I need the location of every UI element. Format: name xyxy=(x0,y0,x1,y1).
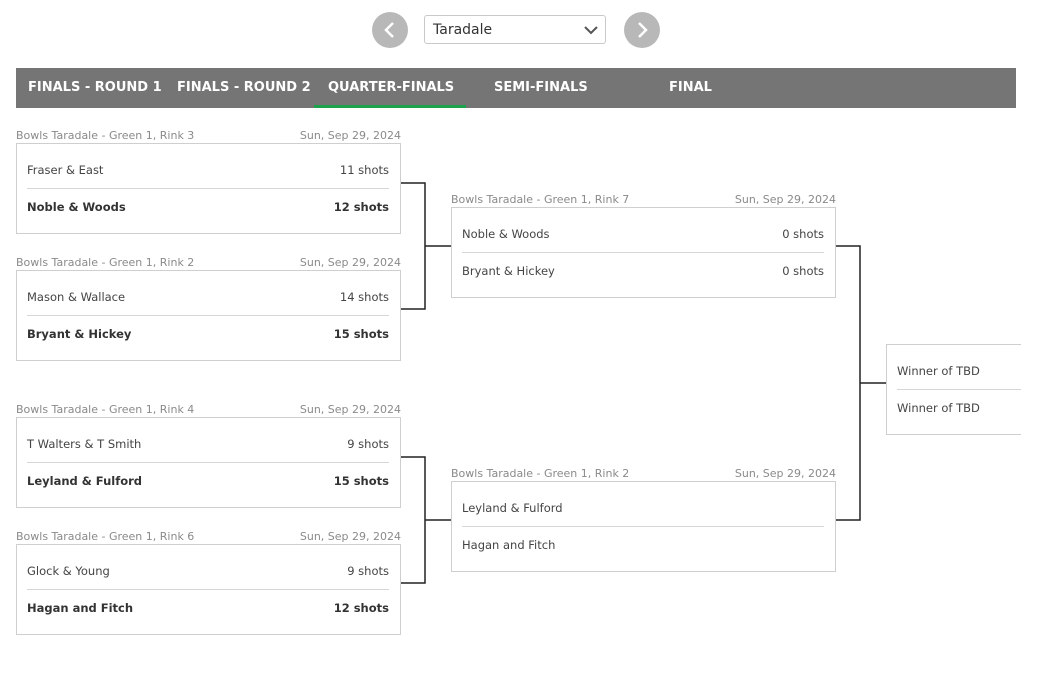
venue-select[interactable]: Taradale xyxy=(424,15,606,44)
match-header: Bowls Taradale - Green 1, Rink 2 Sun, Se… xyxy=(16,256,401,270)
team-row: Mason & Wallace 14 shots xyxy=(27,279,389,316)
team-row: Hagan and Fitch xyxy=(462,527,824,563)
next-button[interactable] xyxy=(624,12,660,48)
match-date: Sun, Sep 29, 2024 xyxy=(734,193,836,206)
match-card[interactable]: Glock & Young 9 shots Hagan and Fitch 12… xyxy=(16,544,401,635)
tab-semi-finals[interactable]: SEMI-FINALS xyxy=(494,68,588,108)
team-name: Glock & Young xyxy=(27,564,110,578)
team-row: Leyland & Fulford xyxy=(462,490,824,527)
team-score: 12 shots xyxy=(333,601,389,615)
chevron-right-icon xyxy=(638,22,648,38)
team-name: Bryant & Hickey xyxy=(27,327,132,341)
team-name: Hagan and Fitch xyxy=(27,601,134,615)
team-score: 15 shots xyxy=(333,474,389,488)
team-name: Mason & Wallace xyxy=(27,290,126,304)
connector-qf1-qf2 xyxy=(401,182,426,310)
team-score: 12 shots xyxy=(333,200,389,214)
match-date: Sun, Sep 29, 2024 xyxy=(299,403,401,416)
team-row: T Walters & T Smith 9 shots xyxy=(27,426,389,463)
team-name: T Walters & T Smith xyxy=(27,437,142,451)
team-name: Fraser & East xyxy=(27,163,104,177)
match-card[interactable]: Noble & Woods 0 shots Bryant & Hickey 0 … xyxy=(451,207,836,298)
chevron-left-icon xyxy=(384,22,394,38)
match-date: Sun, Sep 29, 2024 xyxy=(299,530,401,543)
tab-finals-round-1[interactable]: FINALS - ROUND 1 xyxy=(28,68,162,108)
team-name: Hagan and Fitch xyxy=(462,538,556,552)
previous-button[interactable] xyxy=(372,12,408,48)
team-row: Winner of TBD xyxy=(897,353,1021,390)
team-score: 9 shots xyxy=(347,564,389,578)
match-venue: Bowls Taradale - Green 1, Rink 3 xyxy=(16,129,195,142)
match-card-final[interactable]: Winner of TBD Winner of TBD xyxy=(886,344,1021,435)
team-name: Winner of TBD xyxy=(897,364,980,378)
tab-label: QUARTER-FINALS xyxy=(328,80,455,95)
tab-quarter-finals[interactable]: QUARTER-FINALS xyxy=(314,68,467,108)
team-score: 11 shots xyxy=(339,163,389,177)
match-header: Bowls Taradale - Green 1, Rink 7 Sun, Se… xyxy=(451,193,836,207)
team-name: Bryant & Hickey xyxy=(462,264,555,278)
tab-finals-round-2[interactable]: FINALS - ROUND 2 xyxy=(177,68,311,108)
match-header: Bowls Taradale - Green 1, Rink 4 Sun, Se… xyxy=(16,403,401,417)
team-name: Winner of TBD xyxy=(897,401,980,415)
team-row: Leyland & Fulford 15 shots xyxy=(27,463,389,499)
team-row: Bryant & Hickey 15 shots xyxy=(27,316,389,352)
tab-label: FINAL xyxy=(669,80,712,95)
team-row: Noble & Woods 12 shots xyxy=(27,189,389,225)
team-row: Hagan and Fitch 12 shots xyxy=(27,590,389,626)
match-venue: Bowls Taradale - Green 1, Rink 7 xyxy=(451,193,630,206)
team-name: Leyland & Fulford xyxy=(27,474,142,488)
tab-final[interactable]: FINAL xyxy=(669,68,712,108)
chevron-down-icon xyxy=(584,26,598,35)
team-score: 14 shots xyxy=(339,290,389,304)
team-row: Glock & Young 9 shots xyxy=(27,553,389,590)
tab-label: SEMI-FINALS xyxy=(494,80,588,95)
active-tab-underline xyxy=(314,105,467,108)
team-row: Fraser & East 11 shots xyxy=(27,152,389,189)
team-name: Leyland & Fulford xyxy=(462,501,563,515)
tab-label: FINALS - ROUND 2 xyxy=(177,80,311,95)
team-row: Bryant & Hickey 0 shots xyxy=(462,253,824,289)
match-venue: Bowls Taradale - Green 1, Rink 2 xyxy=(451,467,630,480)
team-name: Noble & Woods xyxy=(462,227,550,241)
match-date: Sun, Sep 29, 2024 xyxy=(299,256,401,269)
match-venue: Bowls Taradale - Green 1, Rink 2 xyxy=(16,256,195,269)
team-name: Noble & Woods xyxy=(27,200,126,214)
match-card[interactable]: Leyland & Fulford Hagan and Fitch xyxy=(451,481,836,572)
match-card[interactable]: T Walters & T Smith 9 shots Leyland & Fu… xyxy=(16,417,401,508)
team-row: Noble & Woods 0 shots xyxy=(462,216,824,253)
match-venue: Bowls Taradale - Green 1, Rink 4 xyxy=(16,403,195,416)
match-venue: Bowls Taradale - Green 1, Rink 6 xyxy=(16,530,195,543)
match-header: Bowls Taradale - Green 1, Rink 2 Sun, Se… xyxy=(451,467,836,481)
team-row: Winner of TBD xyxy=(897,390,1021,426)
match-card[interactable]: Fraser & East 11 shots Noble & Woods 12 … xyxy=(16,143,401,234)
tab-label: FINALS - ROUND 1 xyxy=(28,80,162,95)
team-score: 0 shots xyxy=(782,264,824,278)
venue-select-value: Taradale xyxy=(433,21,493,38)
team-score: 9 shots xyxy=(347,437,389,451)
match-card[interactable]: Mason & Wallace 14 shots Bryant & Hickey… xyxy=(16,270,401,361)
match-date: Sun, Sep 29, 2024 xyxy=(299,129,401,142)
team-score: 15 shots xyxy=(333,327,389,341)
match-date: Sun, Sep 29, 2024 xyxy=(734,467,836,480)
match-header: Bowls Taradale - Green 1, Rink 6 Sun, Se… xyxy=(16,530,401,544)
connector-qf3-qf4 xyxy=(401,456,426,584)
connector-sf1-sf2 xyxy=(836,245,861,521)
match-header: Bowls Taradale - Green 1, Rink 3 Sun, Se… xyxy=(16,129,401,143)
round-tab-bar: FINALS - ROUND 1 FINALS - ROUND 2 QUARTE… xyxy=(16,68,1016,108)
team-score: 0 shots xyxy=(782,227,824,241)
